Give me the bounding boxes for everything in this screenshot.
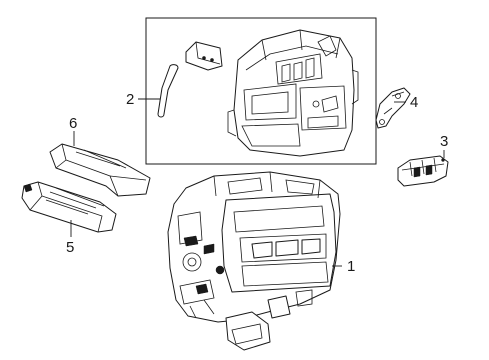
air-filter-lower xyxy=(21,181,117,233)
callout-1: 1 xyxy=(347,258,355,275)
mode-actuator xyxy=(397,155,449,187)
detail-box-frame xyxy=(145,17,377,165)
callout-5: 5 xyxy=(66,239,74,256)
seal-strip xyxy=(157,64,179,118)
hvac-housing xyxy=(167,171,341,351)
air-duct-upper xyxy=(49,143,151,197)
control-lever xyxy=(375,87,411,129)
evaporator-case-upper xyxy=(227,29,359,157)
callout-4: 4 xyxy=(410,94,418,111)
callout-2: 2 xyxy=(126,91,134,108)
callout-6: 6 xyxy=(69,115,77,132)
bracket-small xyxy=(185,41,223,71)
callout-3: 3 xyxy=(440,133,448,150)
